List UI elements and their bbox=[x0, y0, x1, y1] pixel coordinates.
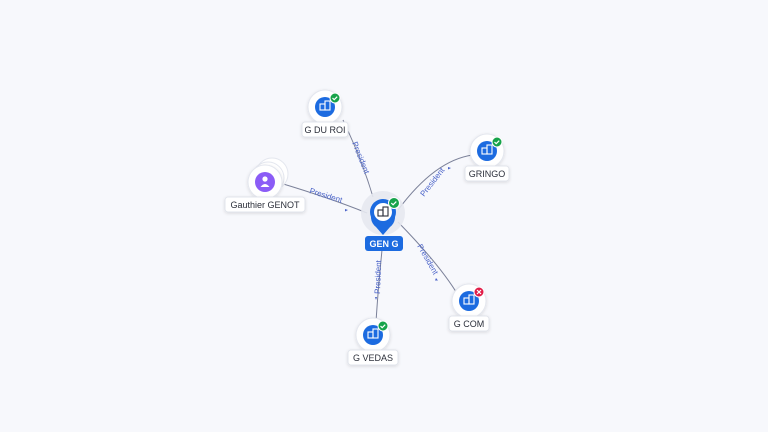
node-label: Gauthier GENOT bbox=[230, 200, 300, 210]
edge-center-gvedas bbox=[375, 249, 383, 323]
check-icon bbox=[332, 96, 338, 101]
node-gauthier-genot[interactable]: Gauthier GENOT bbox=[224, 157, 306, 213]
check-icon bbox=[390, 201, 397, 206]
edge-arrow-gauthier bbox=[345, 209, 348, 212]
edge-label-gcom: President bbox=[415, 243, 440, 277]
edge-arrow-gringo bbox=[448, 167, 451, 170]
cross-icon bbox=[476, 289, 482, 295]
active-badge-icon bbox=[491, 136, 503, 148]
building-icon bbox=[481, 144, 493, 155]
building-icon bbox=[319, 100, 331, 111]
node-gringo[interactable]: GRINGO bbox=[464, 133, 510, 182]
center-label-box bbox=[365, 236, 403, 251]
building-icon bbox=[377, 206, 389, 217]
building-icon bbox=[463, 294, 475, 305]
edge-center-gringo bbox=[397, 154, 474, 211]
person-icon bbox=[260, 176, 270, 187]
check-icon bbox=[380, 324, 386, 329]
edge-label-gvedas: President bbox=[373, 259, 383, 294]
edge-label-gauthier: President bbox=[308, 186, 344, 205]
edge-center-gcom bbox=[397, 221, 459, 296]
building-icon bbox=[367, 328, 379, 339]
active-badge-icon bbox=[388, 197, 400, 209]
node-label: GRINGO bbox=[469, 169, 506, 179]
edge-arrow-gcom bbox=[435, 278, 438, 281]
edge-label-duroi: President bbox=[350, 140, 371, 175]
node-label: G COM bbox=[454, 319, 485, 329]
person-node-circle bbox=[255, 172, 275, 192]
node-center-gen-g[interactable]: GEN G bbox=[361, 191, 405, 251]
active-badge-icon bbox=[329, 92, 341, 104]
node-g-com[interactable]: G COM bbox=[448, 283, 490, 332]
active-badge-icon bbox=[377, 320, 389, 332]
check-icon bbox=[494, 140, 500, 145]
center-label: GEN G bbox=[369, 239, 398, 249]
node-g-du-roi[interactable]: G DU ROI bbox=[301, 89, 349, 138]
node-label: G VEDAS bbox=[353, 353, 393, 363]
node-g-vedas[interactable]: G VEDAS bbox=[347, 317, 399, 366]
edge-arrow-gvedas bbox=[375, 297, 377, 300]
edge-gauthier-center bbox=[279, 182, 368, 214]
node-label: G DU ROI bbox=[304, 125, 345, 135]
